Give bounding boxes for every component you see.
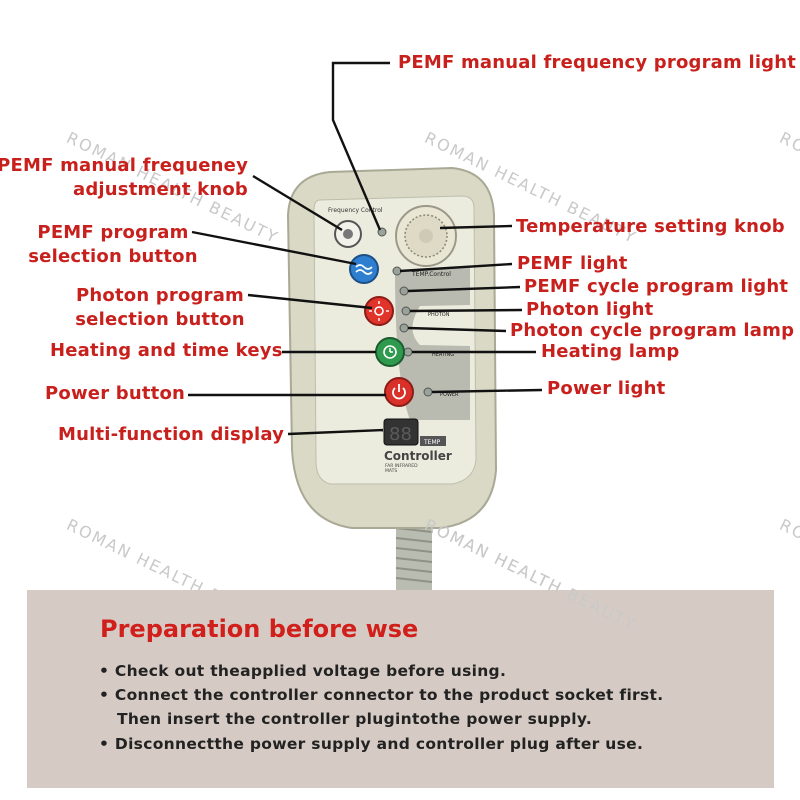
heating-lamp [403,347,413,357]
preparation-bullet-continuation: Then insert the controller plugintothe p… [117,710,593,728]
label-heating-lamp: Heating lamp [541,341,680,362]
preparation-bullet: • Disconnectthe power supply and control… [99,735,644,753]
preparation-title: Preparation before wse [100,615,419,643]
label-photon-program-button-1: Photon program [75,285,245,306]
brand-text: Controller [384,449,452,463]
label-multi-function-display: Multi-function display [58,424,285,445]
heating-time-button[interactable] [375,337,405,367]
power-text: POWER [440,392,459,398]
preparation-bullet: • Check out theapplied voltage before us… [99,662,507,680]
controller-illustration: Frequency Control TEMP.Control PHOTON HE… [188,61,543,590]
temp-control-text: TEMP.Control [411,271,451,278]
bullet-text: Check out theapplied voltage before usin… [114,662,507,680]
label-heating-time-keys: Heating and time keys [50,340,283,361]
accent-strip [395,268,470,420]
brand-subtitle-1: FAR INFRARED [385,463,418,469]
label-pemf-manual-frequency-light: PEMF manual frequency program light [398,52,797,73]
label-photon-cycle-lamp: Photon cycle program lamp [510,320,795,341]
label-pemf-light: PEMF light [517,253,628,274]
label-pemf-program-button-1: PEMF program [37,222,189,243]
pemf-cycle-light [399,286,409,296]
photon-text: PHOTON [428,312,450,318]
power-light [423,387,433,397]
pemf-light [392,266,402,276]
temp-key[interactable] [420,436,446,446]
bullet-text: Connect the controller connector to the … [114,686,664,704]
callout-lines [188,61,543,436]
bullet-text: Disconnectthe power supply and controlle… [114,735,644,753]
photon-light [401,306,411,316]
temp-key-label: TEMP [423,439,441,446]
heating-text: HEATING [432,352,454,358]
power-button[interactable] [384,377,414,407]
label-pemf-adjust-knob-2: adjustment knob [72,179,248,200]
label-pemf-cycle-light: PEMF cycle program light [524,276,789,297]
label-photon-program-button-2: selection button [75,309,245,330]
label-power-light: Power light [547,378,666,399]
frequency-knob[interactable] [334,220,362,248]
label-temperature-knob: Temperature setting knob [516,216,785,237]
preparation-panel: Preparation before wse • Check out theap… [27,590,774,788]
pemf-program-button[interactable] [349,254,379,284]
photon-program-button[interactable] [364,296,394,326]
label-pemf-program-button-2: selection button [28,246,198,267]
label-power-button: Power button [45,383,186,404]
photon-cycle-lamp [399,323,409,333]
label-photon-light: Photon light [526,299,654,320]
power-cable [395,520,433,590]
label-pemf-adjust-knob-1: PEMF manual frequeney [0,155,248,176]
display-value: 88 [389,424,412,445]
multi-function-display: 88 [383,418,419,446]
frequency-control-text: Frequency Control [328,207,383,214]
preparation-bullet: • Connect the controller connector to th… [99,686,664,704]
brand-subtitle-2: MATS [385,468,397,474]
temperature-knob[interactable] [395,205,457,267]
